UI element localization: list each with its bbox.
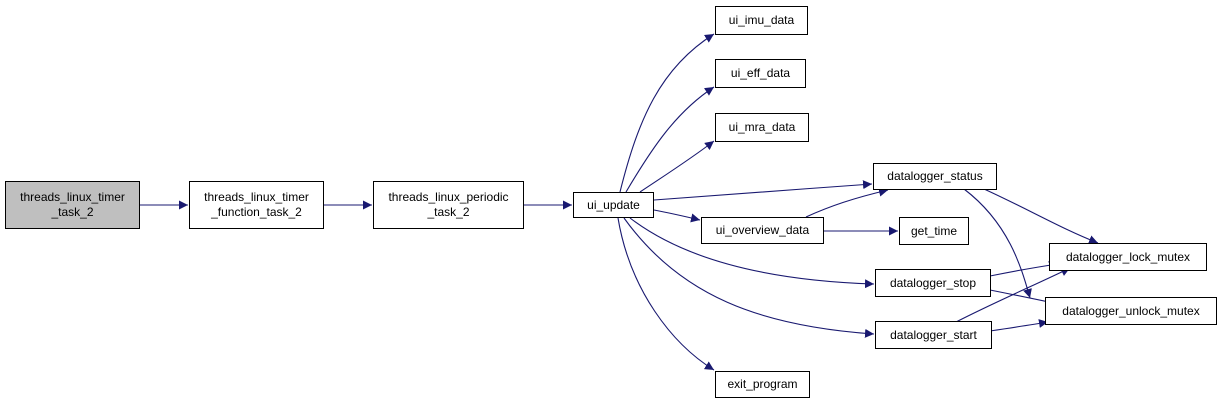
node-threads-linux-periodic-task-2[interactable]: threads_linux_periodic _task_2 <box>373 181 524 229</box>
node-ui-update[interactable]: ui_update <box>573 192 654 218</box>
node-threads-linux-timer-task-2[interactable]: threads_linux_timer _task_2 <box>5 181 140 229</box>
node-datalogger-lock-mutex[interactable]: datalogger_lock_mutex <box>1049 243 1207 271</box>
edge-uiupd-imu <box>619 33 715 193</box>
edge-dstart-dlock <box>955 267 1071 323</box>
node-get-time[interactable]: get_time <box>899 217 969 245</box>
node-exit-program[interactable]: exit_program <box>715 371 810 398</box>
node-ui-imu-data[interactable]: ui_imu_data <box>715 6 808 35</box>
edge-uiupd-exitp <box>617 217 715 371</box>
node-ui-overview-data[interactable]: ui_overview_data <box>701 217 824 244</box>
edge-dstat-dlock <box>983 188 1099 244</box>
edge-uiupd-mra <box>639 140 715 193</box>
edge-ovw-dstat <box>805 187 889 218</box>
edge-dstop-dlock <box>989 260 1059 277</box>
node-datalogger-stop[interactable]: datalogger_stop <box>875 269 991 297</box>
node-threads-linux-timer-function-task-2[interactable]: threads_linux_timer _function_task_2 <box>189 181 324 229</box>
edge-uiupd-dstat <box>653 180 873 201</box>
node-ui-eff-data[interactable]: ui_eff_data <box>715 59 806 88</box>
edge-dstart-dunlock <box>989 319 1049 332</box>
edge-uiupd-ovw <box>653 209 701 223</box>
edge-uiupd-dstart <box>623 217 875 338</box>
node-datalogger-status[interactable]: datalogger_status <box>873 163 997 190</box>
node-datalogger-unlock-mutex[interactable]: datalogger_unlock_mutex <box>1045 297 1217 325</box>
node-datalogger-start[interactable]: datalogger_start <box>875 321 992 349</box>
node-ui-mra-data[interactable]: ui_mra_data <box>715 113 809 142</box>
edge-uiupd-dstop <box>629 217 875 289</box>
edge-uiupd-eff <box>625 86 715 193</box>
